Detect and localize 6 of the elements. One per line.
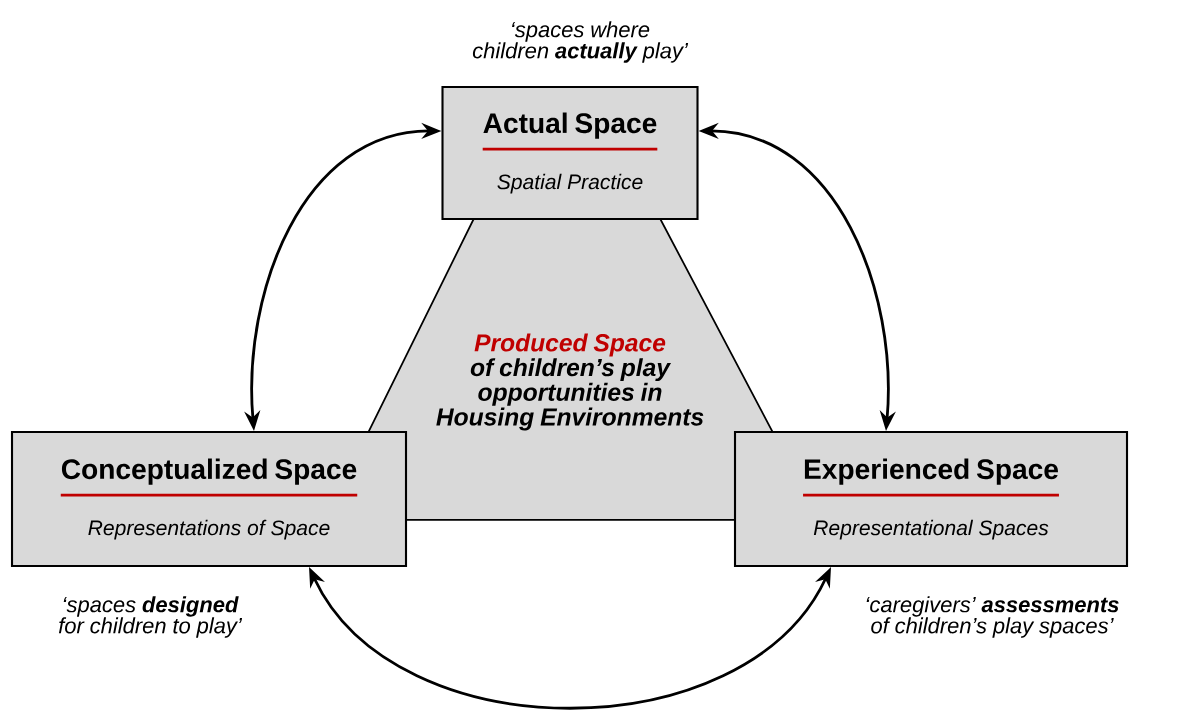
quote-caption: ‘spaces where children actually play’ <box>472 21 689 63</box>
quote-caption: ‘caregivers’ assessments of children’s play spaces’ <box>866 596 1119 638</box>
labeled-box: Conceptualized Space Representations of Space <box>10 430 408 568</box>
labeled-box: Experienced Space Representational Spaces <box>733 430 1129 568</box>
labeled-box: Actual Space Spatial Practice <box>441 85 699 221</box>
quote-caption: ‘spaces designed for children to play’ <box>58 596 243 638</box>
